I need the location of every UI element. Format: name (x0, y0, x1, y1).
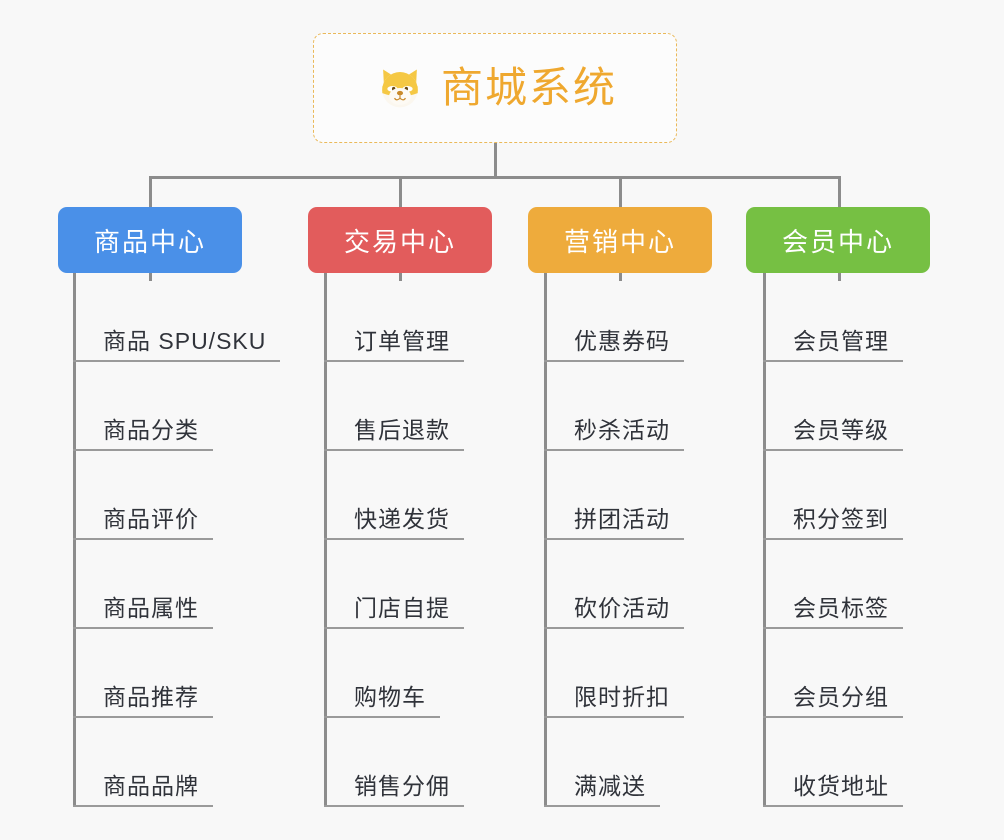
branch-header-营销中心[interactable]: 营销中心 (528, 207, 712, 273)
connector-bus (149, 176, 840, 179)
leaf-item-label: 优惠券码 (544, 328, 684, 362)
leaf-item-label: 商品分类 (73, 417, 213, 451)
leaf-item-label: 订单管理 (324, 328, 464, 362)
leaf-item-label: 满减送 (544, 773, 660, 807)
leaf-item-label: 会员等级 (763, 417, 903, 451)
leaf-item[interactable]: 购物车 (324, 629, 440, 718)
leaf-item[interactable]: 会员管理 (763, 273, 903, 362)
connector-drop-3 (619, 176, 622, 209)
leaf-spine (324, 273, 327, 807)
leaf-item[interactable]: 限时折扣 (544, 629, 684, 718)
leaf-item[interactable]: 会员等级 (763, 362, 903, 451)
leaf-item-label: 销售分佣 (324, 773, 464, 807)
leaf-item-label: 商品品牌 (73, 773, 213, 807)
leaf-item[interactable]: 收货地址 (763, 718, 903, 807)
leaf-item-label: 商品评价 (73, 506, 213, 540)
branch-header-商品中心[interactable]: 商品中心 (58, 207, 242, 273)
leaf-item[interactable]: 积分签到 (763, 451, 903, 540)
connector-drop-2 (399, 176, 402, 209)
leaf-item[interactable]: 订单管理 (324, 273, 464, 362)
leaf-item[interactable]: 商品品牌 (73, 718, 213, 807)
leaf-item-label: 积分签到 (763, 506, 903, 540)
leaf-item-label: 收货地址 (763, 773, 903, 807)
leaf-item-label: 快递发货 (324, 506, 464, 540)
connector-header-stub-1 (149, 273, 152, 281)
leaf-item[interactable]: 秒杀活动 (544, 362, 684, 451)
leaf-item-label: 秒杀活动 (544, 417, 684, 451)
leaf-item-label: 购物车 (324, 684, 440, 718)
root-title: 商城系统 (440, 64, 617, 111)
leaf-item-label: 门店自提 (324, 595, 464, 629)
connector-drop-4 (838, 176, 841, 209)
leaf-item-label: 砍价活动 (544, 595, 684, 629)
leaf-item-label: 商品推荐 (73, 684, 213, 718)
root-node[interactable]: 商城系统 (313, 33, 677, 143)
leaf-spine (544, 273, 547, 807)
leaf-item[interactable]: 优惠券码 (544, 273, 684, 362)
leaf-item[interactable]: 销售分佣 (324, 718, 464, 807)
leaf-item[interactable]: 会员分组 (763, 629, 903, 718)
leaf-item-label: 会员分组 (763, 684, 903, 718)
leaf-item[interactable]: 商品评价 (73, 451, 213, 540)
leaf-item-label: 会员标签 (763, 595, 903, 629)
leaf-item-label: 拼团活动 (544, 506, 684, 540)
connector-header-stub-4 (838, 273, 841, 281)
leaf-item-label: 会员管理 (763, 328, 903, 362)
leaf-item-label: 商品属性 (73, 595, 213, 629)
connector-root-stem (494, 143, 497, 179)
leaf-item[interactable]: 拼团活动 (544, 451, 684, 540)
leaf-item-label: 商品 SPU/SKU (73, 328, 281, 362)
connector-drop-1 (149, 176, 152, 209)
branch-header-交易中心[interactable]: 交易中心 (308, 207, 492, 273)
connector-header-stub-2 (399, 273, 402, 281)
leaf-spine (763, 273, 766, 807)
branch-header-会员中心[interactable]: 会员中心 (746, 207, 930, 273)
leaf-item[interactable]: 满减送 (544, 718, 660, 807)
leaf-item[interactable]: 商品推荐 (73, 629, 213, 718)
leaf-item[interactable]: 门店自提 (324, 540, 464, 629)
leaf-item[interactable]: 快递发货 (324, 451, 464, 540)
connector-header-stub-3 (619, 273, 622, 281)
leaf-item-label: 限时折扣 (544, 684, 684, 718)
leaf-item[interactable]: 会员标签 (763, 540, 903, 629)
leaf-item-label: 售后退款 (324, 417, 464, 451)
leaf-item[interactable]: 砍价活动 (544, 540, 684, 629)
leaf-item[interactable]: 售后退款 (324, 362, 464, 451)
leaf-item[interactable]: 商品属性 (73, 540, 213, 629)
shiba-dog-face-icon (373, 61, 427, 115)
leaf-spine (73, 273, 76, 807)
leaf-item[interactable]: 商品分类 (73, 362, 213, 451)
leaf-item[interactable]: 商品 SPU/SKU (73, 273, 281, 362)
